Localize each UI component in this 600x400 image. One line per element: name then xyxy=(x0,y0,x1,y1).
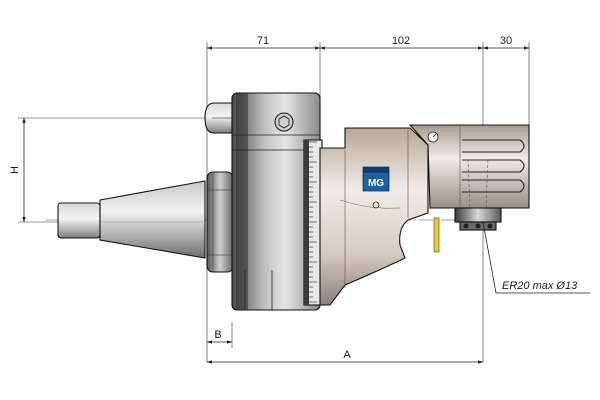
collet-nut xyxy=(454,159,502,231)
angle-head-tool: MG xyxy=(57,92,530,311)
collet-callout-text: ER20 max Ø13 xyxy=(502,280,578,292)
collet-callout: ER20 max Ø13 xyxy=(482,221,590,294)
dimension-overall: A xyxy=(206,349,484,364)
dimension-offset: B xyxy=(206,329,233,344)
flange xyxy=(231,92,321,311)
stop-pin xyxy=(204,102,233,134)
angle-scale-ring xyxy=(303,139,323,306)
dimension-top-left: 71 xyxy=(206,35,321,50)
dimension-height: H xyxy=(9,117,26,223)
taper-shank xyxy=(57,180,206,259)
dim-30: 30 xyxy=(500,35,512,47)
hex-screw-icon xyxy=(274,112,294,132)
dimension-top-right: 30 xyxy=(482,35,530,50)
locating-pin xyxy=(433,217,440,253)
manufacturer-logo: MG xyxy=(362,166,390,209)
logo-text: MG xyxy=(368,178,384,189)
collar xyxy=(206,171,234,273)
body-casting xyxy=(319,127,429,306)
dim-102: 102 xyxy=(392,35,410,47)
dim-h: H xyxy=(9,166,21,174)
dim-a: A xyxy=(343,349,351,361)
dim-b: B xyxy=(214,329,221,341)
dim-71: 71 xyxy=(257,35,269,47)
dimension-top-middle: 102 xyxy=(319,35,484,50)
